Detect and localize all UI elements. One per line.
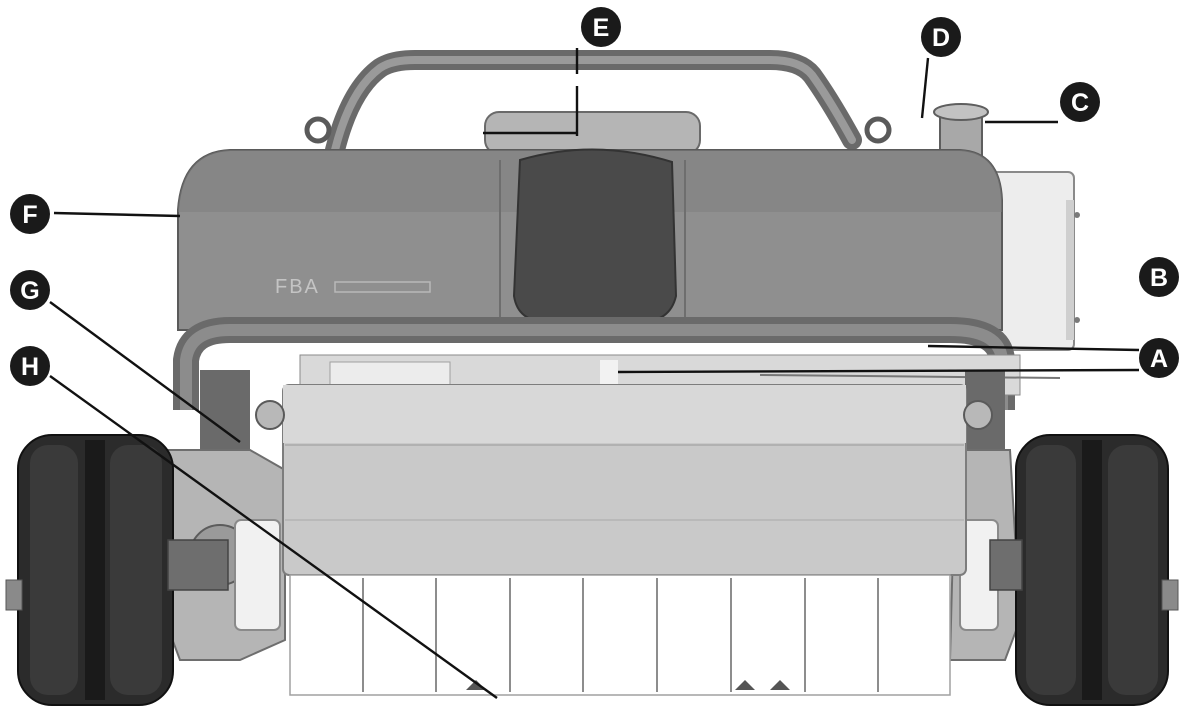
brand-marking: FBA [275,276,320,298]
svg-text:H: H [21,353,39,381]
left-wheel [5,434,174,706]
callout-e: E [581,7,621,47]
center-shield [512,148,678,323]
callout-c: C [1060,82,1100,122]
callout-g: G [10,270,50,310]
svg-text:A: A [1150,345,1168,373]
tine-blades [289,574,951,696]
machine-illustration: F B A [5,50,1179,706]
callout-a: A [1139,338,1179,378]
leader-lines [49,48,1140,699]
callout-h: H [10,346,50,386]
svg-text:B: B [1150,264,1168,292]
svg-text:C: C [1071,89,1089,117]
leader-g [49,301,241,443]
svg-text:D: D [932,24,950,52]
callout-f: F [10,194,50,234]
callout-b: B [1139,257,1179,297]
leader-h [49,375,498,699]
lifting-eye-left [304,116,332,144]
right-wheel [1015,434,1179,706]
leader-a-upper [927,344,1140,352]
leader-a-lower [617,368,1140,374]
callout-markers: E D C B A F G H [10,7,1179,386]
leader-d [920,57,930,119]
roller-bolt-left [255,400,285,430]
callout-d: D [921,17,961,57]
leader-f [53,211,181,218]
left-side-arm [200,370,250,450]
roller-bolt-right [963,400,993,430]
svg-text:G: G [20,277,39,305]
svg-text:E: E [593,14,610,42]
svg-text:F: F [22,201,37,229]
lifting-eye-right [864,116,892,144]
